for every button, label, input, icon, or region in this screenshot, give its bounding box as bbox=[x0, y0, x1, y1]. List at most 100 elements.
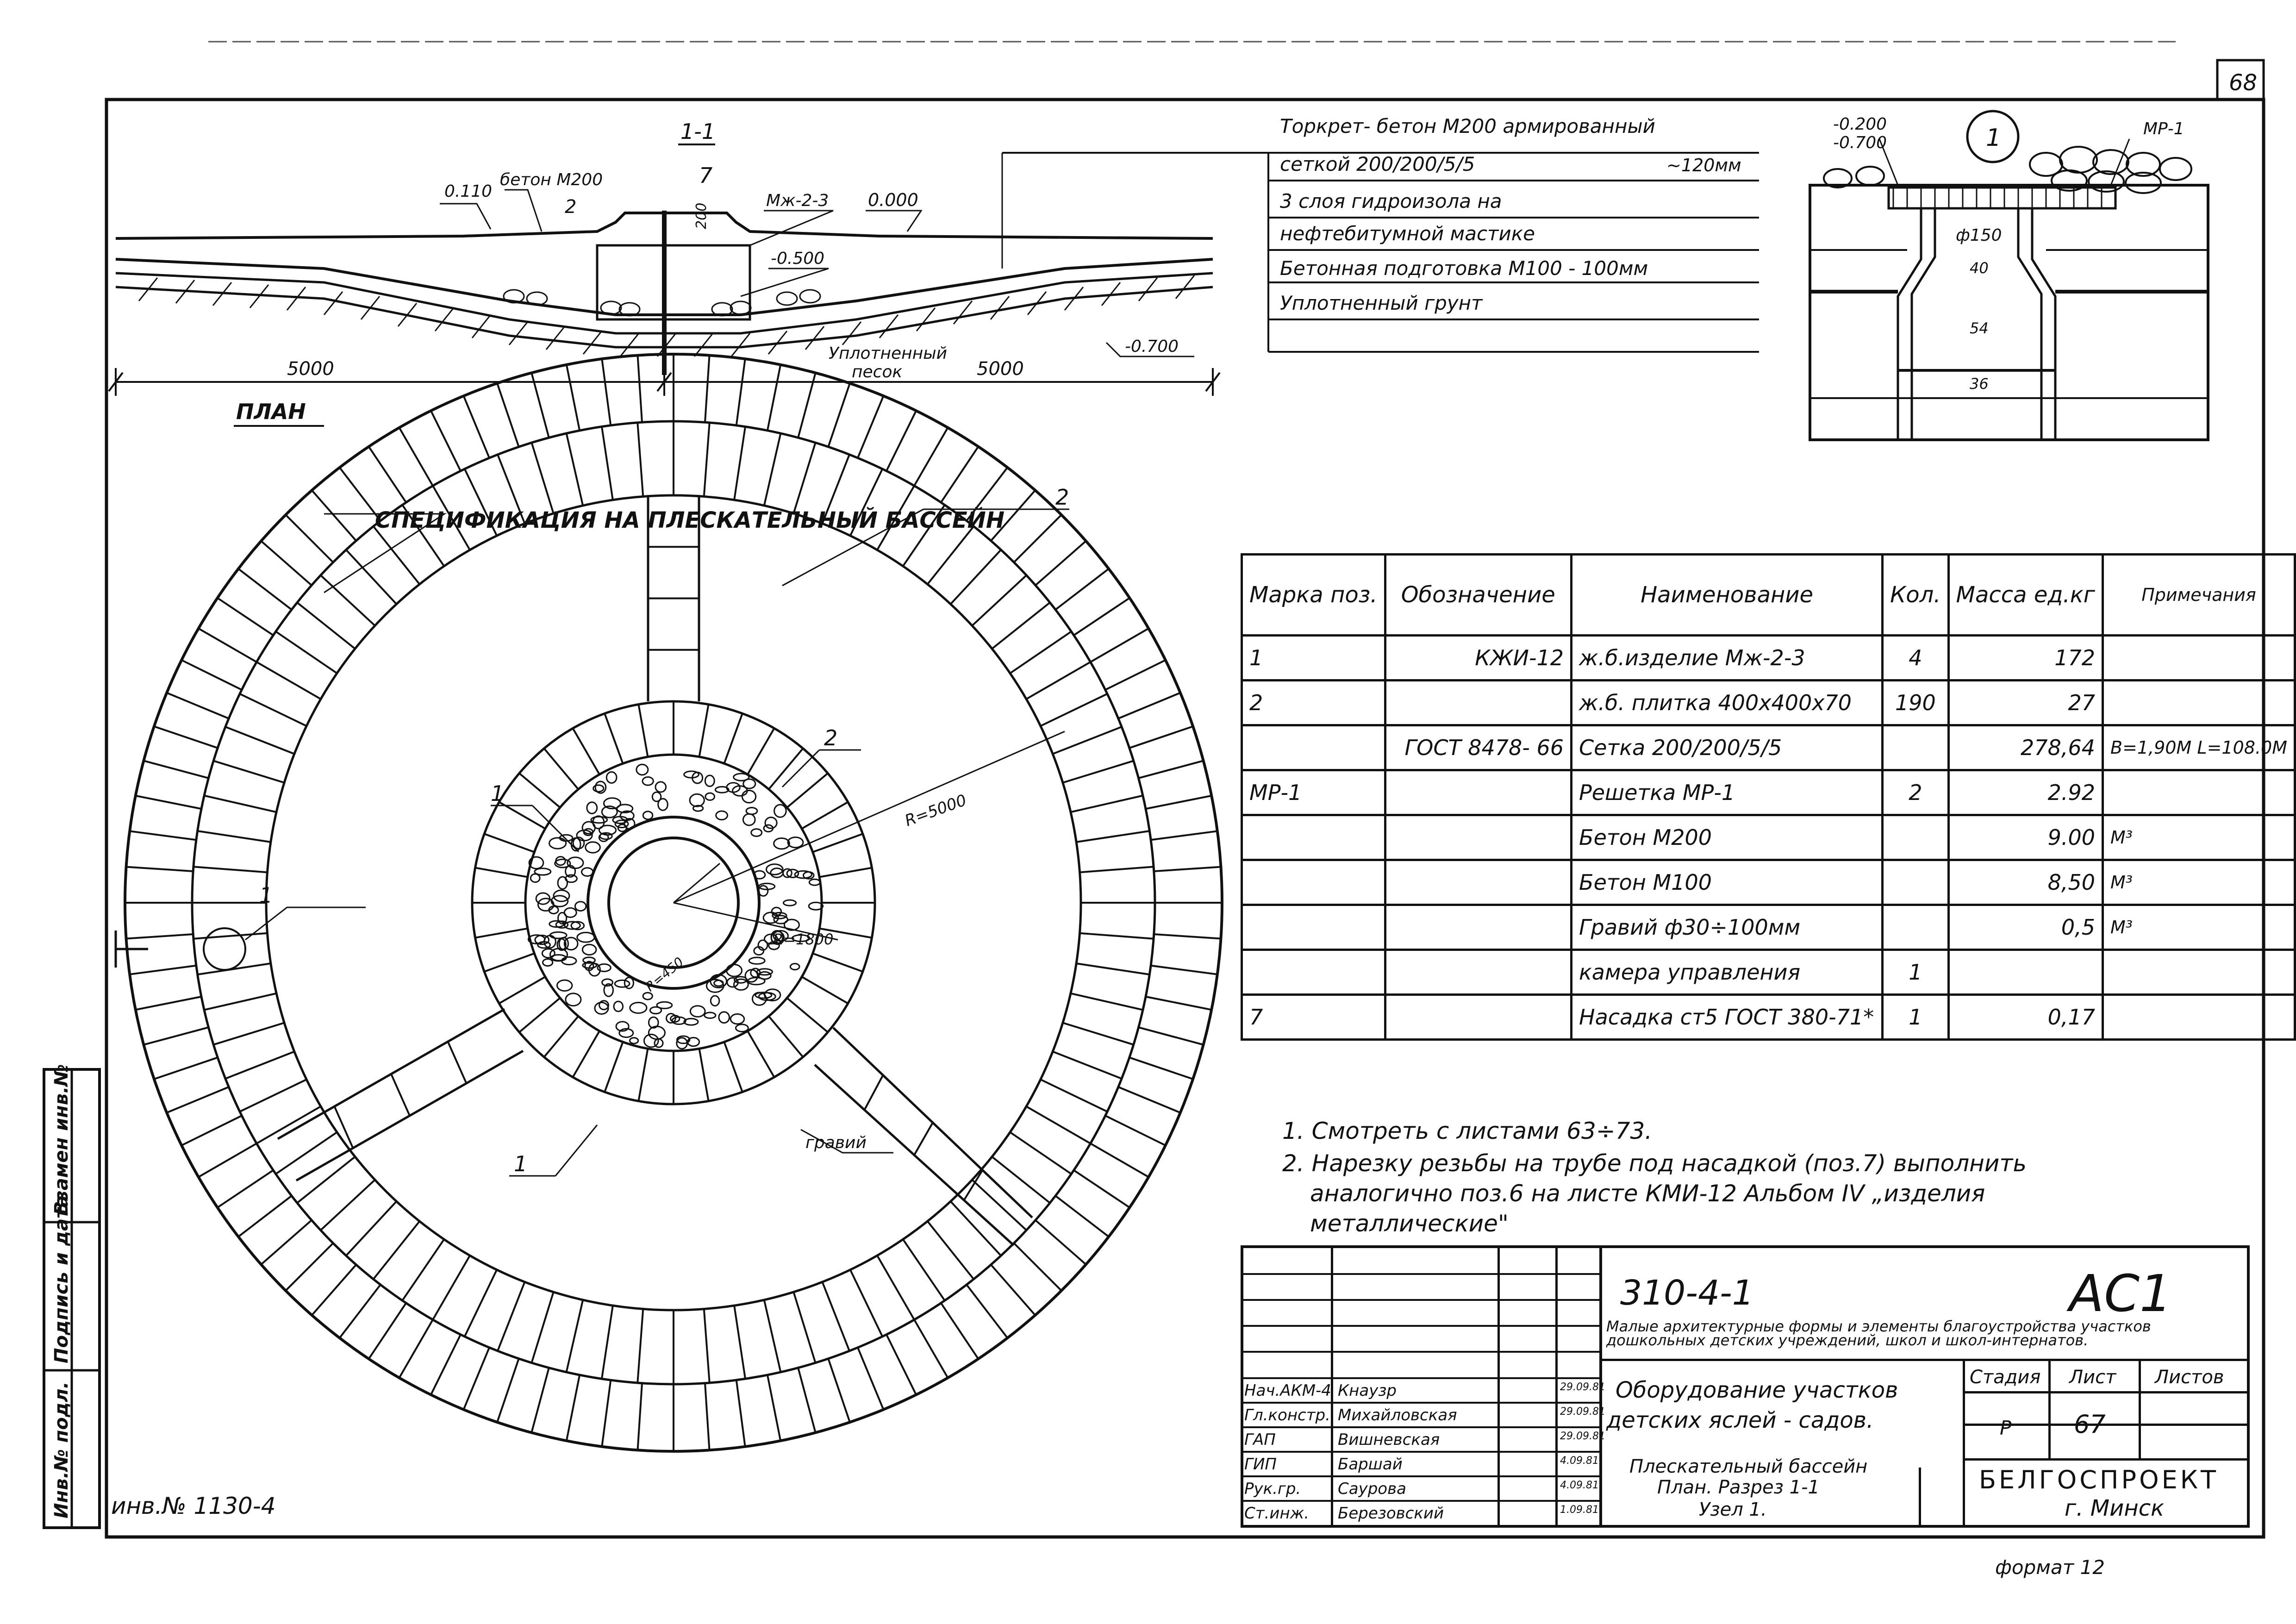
gravel-stone bbox=[556, 979, 573, 992]
gravel-stone bbox=[770, 930, 784, 944]
gravel-stone bbox=[762, 912, 779, 924]
outer-tile-joint bbox=[260, 1219, 312, 1265]
gravel-stone bbox=[750, 828, 763, 837]
gravel-stone bbox=[741, 789, 757, 804]
gravel-stone bbox=[648, 1016, 659, 1029]
outer-tile-joint bbox=[1090, 1143, 1149, 1178]
radius-outer: R=5000 bbox=[902, 791, 969, 830]
gravel-stone bbox=[585, 841, 601, 854]
center-tile-joint bbox=[723, 713, 743, 764]
gravel-stone bbox=[742, 813, 756, 826]
inner-tile-joint bbox=[1026, 1106, 1091, 1144]
gravel-stone bbox=[613, 1000, 624, 1012]
outer-tile-joint bbox=[636, 355, 643, 423]
outer-tile-joint bbox=[339, 467, 381, 522]
inner-tile-joint bbox=[927, 525, 974, 585]
inner-tile-joint bbox=[193, 866, 268, 874]
center-tile-joint bbox=[572, 728, 600, 775]
inner-tile-joint bbox=[565, 1299, 584, 1373]
outer-tile-joint bbox=[1013, 514, 1062, 563]
outer-tile-joint bbox=[601, 1380, 612, 1447]
notes: 1. Смотреть с листами 63÷73. 2. Нарезку … bbox=[1282, 1118, 2027, 1237]
spec-cell bbox=[2102, 679, 2296, 726]
outer-tile-joint bbox=[1073, 597, 1130, 636]
outer-tile-joint bbox=[913, 1319, 949, 1379]
inner-tile-joint bbox=[601, 1305, 614, 1379]
inner-tile-joint bbox=[971, 575, 1027, 626]
center-tile-joint bbox=[499, 801, 546, 830]
inner-tile-joint bbox=[401, 504, 445, 567]
gravel-stone bbox=[733, 773, 750, 781]
org-name: БЕЛГОСПРОЕКТ bbox=[1979, 1465, 2219, 1494]
outer-tile-joint bbox=[311, 1264, 357, 1316]
gravel-stone bbox=[537, 941, 551, 949]
gravel-stone bbox=[651, 791, 662, 802]
gravel-stone bbox=[615, 1021, 630, 1032]
spec-header-row: Марка поз. Обозначение Наименование Кол.… bbox=[1241, 553, 2296, 637]
gravel-stone bbox=[563, 907, 577, 918]
outer-tile-joint bbox=[966, 1284, 1008, 1339]
outer-tile-joint bbox=[398, 427, 434, 487]
inner-tile-joint bbox=[239, 1079, 307, 1113]
layer-4: нефтебитумной мастике bbox=[1280, 222, 1535, 245]
node-number: 1 bbox=[1986, 124, 2001, 152]
gravel-stone bbox=[676, 1035, 691, 1044]
gravel-stone bbox=[642, 776, 654, 786]
sheet-mark: АС1 bbox=[2069, 1264, 2172, 1323]
drawing-title-3: Узел 1. bbox=[1699, 1499, 1767, 1520]
gravel-stone bbox=[603, 797, 622, 810]
plan-pipe bbox=[607, 837, 740, 969]
callout-2-center: 2 bbox=[824, 725, 837, 750]
gravel-stone bbox=[565, 993, 582, 1007]
signer-date: 4.09.81 bbox=[1560, 1480, 1599, 1491]
section-1-1: 1-1 бетон М200 0.110 2 7 Мж-2-3 0.000 -0… bbox=[108, 119, 1221, 396]
spec-col-name: Наименование bbox=[1570, 553, 1884, 637]
spec-cell bbox=[2102, 949, 2296, 996]
spec-cell: 2 bbox=[1881, 769, 1950, 816]
outer-tile-joint bbox=[1104, 1115, 1166, 1146]
spec-col-mass: Масса ед.кг bbox=[1947, 553, 2104, 637]
spec-cell: 7 bbox=[1241, 993, 1386, 1041]
inner-tile-joint bbox=[1062, 760, 1134, 784]
drawing-title-2: План. Разрез 1-1 bbox=[1657, 1477, 1820, 1498]
sand-label-1: Уплотненный bbox=[829, 344, 947, 363]
mark-2-section: 2 bbox=[565, 196, 576, 218]
series-title: Малые архитектурные формы и элементы бла… bbox=[1606, 1318, 2151, 1349]
inner-tile-joint bbox=[320, 1179, 376, 1231]
inner-tile-joint bbox=[373, 525, 420, 585]
spec-cell: 2.92 bbox=[1947, 769, 2104, 816]
gravel-stone bbox=[773, 837, 790, 850]
spec-cell: Бетон М200 bbox=[1570, 814, 1884, 861]
side-stamp-2: Подпись и дата bbox=[51, 1195, 72, 1363]
gravel-stone bbox=[657, 798, 668, 811]
spec-cell: 172 bbox=[1947, 634, 2104, 681]
gravel-stone bbox=[731, 785, 748, 797]
gravel-stone bbox=[670, 1015, 680, 1023]
signer-role: Гл.констр. bbox=[1244, 1406, 1330, 1424]
inner-tile-joint bbox=[821, 454, 850, 524]
inner-tile-joint bbox=[1009, 631, 1072, 674]
center-tile-joint bbox=[484, 833, 535, 853]
inv-number: инв.№ 1130-4 bbox=[111, 1493, 276, 1519]
spec-cell: 8,50 bbox=[1947, 859, 2104, 906]
gravel-stone bbox=[601, 978, 613, 987]
signer-role: Нач.АКМ-4 bbox=[1244, 1381, 1331, 1400]
gravel-stone bbox=[598, 833, 609, 843]
outer-tile-joint bbox=[797, 372, 817, 438]
gravel-stone bbox=[601, 806, 618, 818]
inner-tile-joint bbox=[225, 726, 295, 755]
outer-tile-joint bbox=[857, 1347, 885, 1410]
outer-tile-joint bbox=[1090, 627, 1149, 663]
inner-tile-joint bbox=[1040, 1079, 1108, 1113]
outer-tile-joint bbox=[1129, 1056, 1193, 1080]
gravel-stone bbox=[692, 805, 704, 812]
center-tile-joint bbox=[768, 1015, 804, 1058]
gravel-stone bbox=[744, 969, 759, 983]
plan-title: ПЛАН bbox=[236, 399, 306, 424]
spec-col-notes: Примеча­ния bbox=[2102, 553, 2296, 637]
inner-tile-joint bbox=[204, 794, 277, 813]
